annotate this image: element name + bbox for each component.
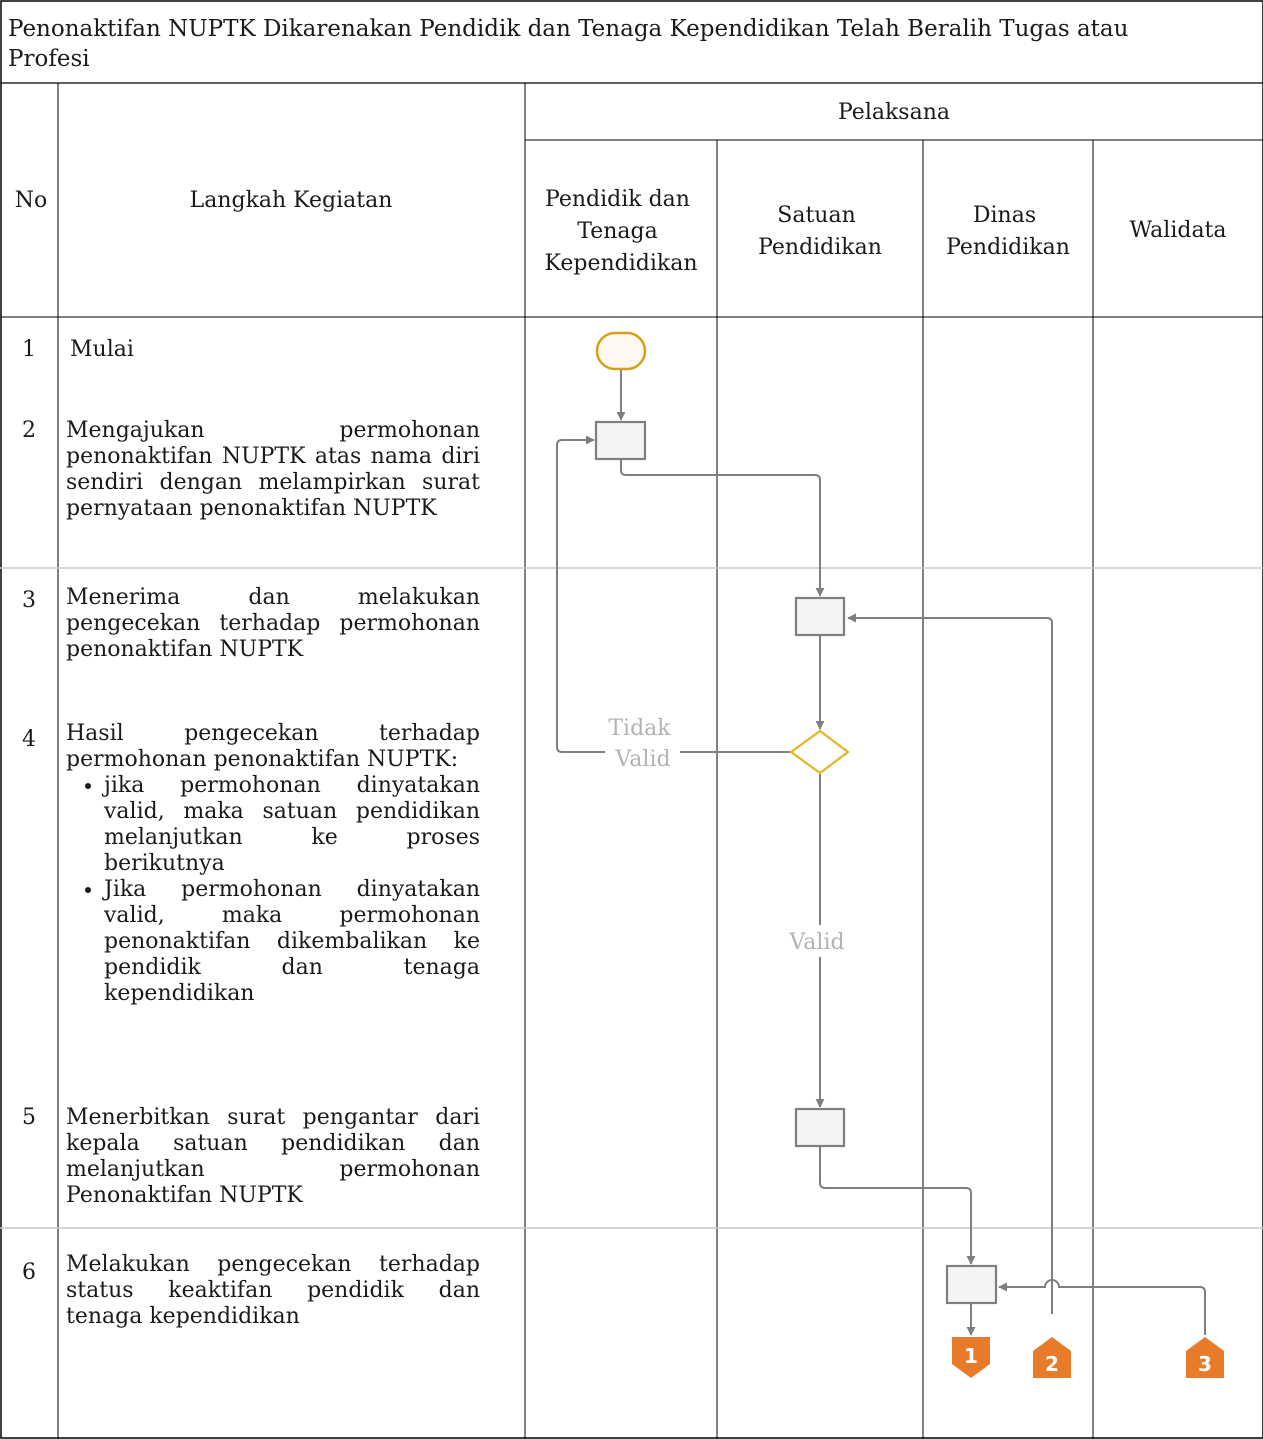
step-4-bullet: jika permohonan dinyatakan valid, maka s… bbox=[104, 773, 480, 877]
title-line-2: Profesi bbox=[8, 46, 90, 72]
step-text-with-bullets: Hasil pengecekan terhadap permohonan pen… bbox=[66, 721, 480, 1007]
label-valid: Valid bbox=[788, 930, 844, 955]
step-number: 2 bbox=[22, 418, 36, 443]
lane-header-pendidik: Pendidik dan Tenaga Kependidikan bbox=[545, 187, 698, 276]
lane-header-dinas-pendidikan: Dinas Pendidikan bbox=[946, 203, 1070, 260]
connector-3-label: 3 bbox=[1198, 1352, 1212, 1376]
arrow-connector-3-to-dinas bbox=[998, 1279, 1206, 1335]
offpage-connector-1: 1 bbox=[952, 1337, 990, 1378]
arrow-submit-to-check bbox=[620, 460, 825, 597]
connector-2-label: 2 bbox=[1045, 1352, 1059, 1376]
step-text: Menerima dan melakukan pengecekan terhad… bbox=[66, 585, 480, 662]
decision-valid bbox=[789, 729, 850, 775]
step-text: Mulai bbox=[70, 337, 134, 362]
header-langkah-kegiatan: Langkah Kegiatan bbox=[190, 188, 393, 213]
label-tidak-valid: Tidak Valid bbox=[608, 716, 677, 772]
header-pelaksana: Pelaksana bbox=[838, 100, 950, 125]
offpage-connector-2: 2 bbox=[1033, 1337, 1071, 1378]
connector-1-label: 1 bbox=[964, 1344, 978, 1368]
title-line-1: Penonaktifan NUPTK Dikarenakan Pendidik … bbox=[8, 16, 1128, 42]
step-number: 4 bbox=[22, 727, 36, 752]
step-4-intro: Hasil pengecekan terhadap permohonan pen… bbox=[66, 721, 480, 772]
process-check-status bbox=[945, 1264, 998, 1305]
step-text: Menerbitkan surat pengantar dari kepala … bbox=[66, 1105, 480, 1208]
step-4-bullet: Jika permohonan dinyatakan valid, maka p… bbox=[104, 877, 480, 1007]
process-check-request bbox=[794, 596, 846, 637]
header-no: No bbox=[15, 188, 48, 213]
step-number: 3 bbox=[22, 588, 36, 613]
process-submit-request bbox=[594, 420, 647, 461]
arrow-tidak-valid-b bbox=[556, 435, 605, 753]
page-title: Penonaktifan NUPTK Dikarenakan Pendidik … bbox=[8, 16, 1136, 72]
offpage-connector-3: 3 bbox=[1186, 1337, 1224, 1378]
step-number: 5 bbox=[22, 1105, 36, 1130]
lane-header-satuan-pendidikan: Satuan Pendidikan bbox=[758, 203, 882, 260]
start-terminal bbox=[595, 331, 647, 371]
step-number: 1 bbox=[22, 337, 36, 362]
arrow-connector-2-to-check bbox=[847, 613, 1053, 1314]
step-text: Melakukan pengecekan terhadap status kea… bbox=[66, 1252, 480, 1329]
step-4-bullets: jika permohonan dinyatakan valid, maka s… bbox=[66, 773, 480, 1007]
step-text: Mengajukan permohonan penonaktifan NUPTK… bbox=[66, 418, 480, 521]
lane-header-walidata: Walidata bbox=[1129, 218, 1226, 243]
flow-arrows bbox=[556, 369, 1206, 1336]
process-issue-letter bbox=[794, 1107, 846, 1148]
step-number: 6 bbox=[22, 1260, 36, 1285]
arrow-letter-to-dinas bbox=[819, 1147, 976, 1265]
